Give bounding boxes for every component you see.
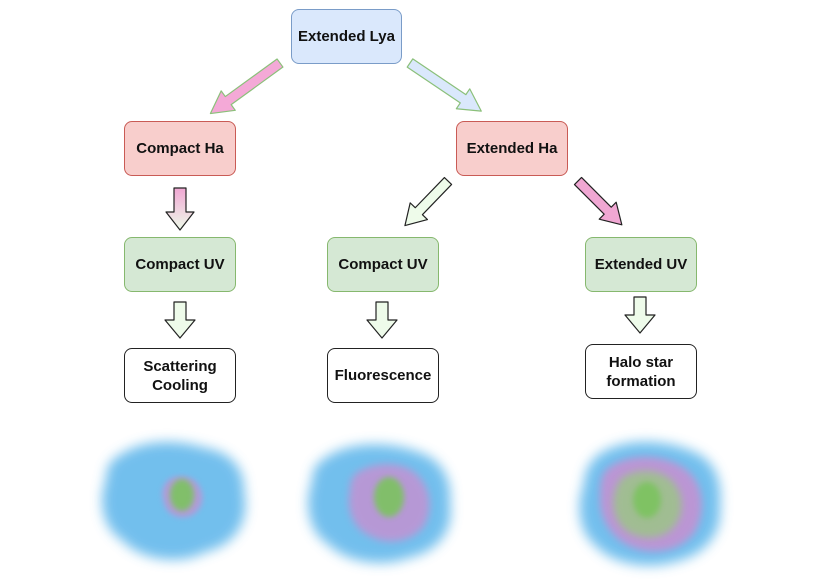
node-scattering-cooling: Scattering Cooling [124,348,236,403]
arrow-compact-uv-to-fluorescence [366,301,398,339]
arrow-extended-ha-to-extended-uv [573,176,623,226]
blob-illustration-icon [579,441,721,566]
arrow-lya-to-extended-ha [406,58,482,112]
arrow-extended-uv-to-halo-sf [624,296,656,334]
arrow-lya-to-compact-ha [209,58,284,115]
node-fluorescence: Fluorescence [327,348,439,403]
arrow-compact-uv-to-scattering [164,301,196,339]
node-extended-ha: Extended Ha [456,121,568,176]
node-extended-lya: Extended Lya [291,9,402,64]
blob-illustration-icon [308,444,451,563]
blob-illustration-icon [102,442,246,560]
node-compact-uv-mid: Compact UV [327,237,439,292]
node-extended-uv: Extended UV [585,237,697,292]
arrow-compact-ha-to-compact-uv [165,187,195,231]
node-compact-uv-left: Compact UV [124,237,236,292]
arrow-extended-ha-to-compact-uv [404,176,453,227]
node-halo-star-formation: Halo star formation [585,344,697,399]
node-compact-ha: Compact Ha [124,121,236,176]
